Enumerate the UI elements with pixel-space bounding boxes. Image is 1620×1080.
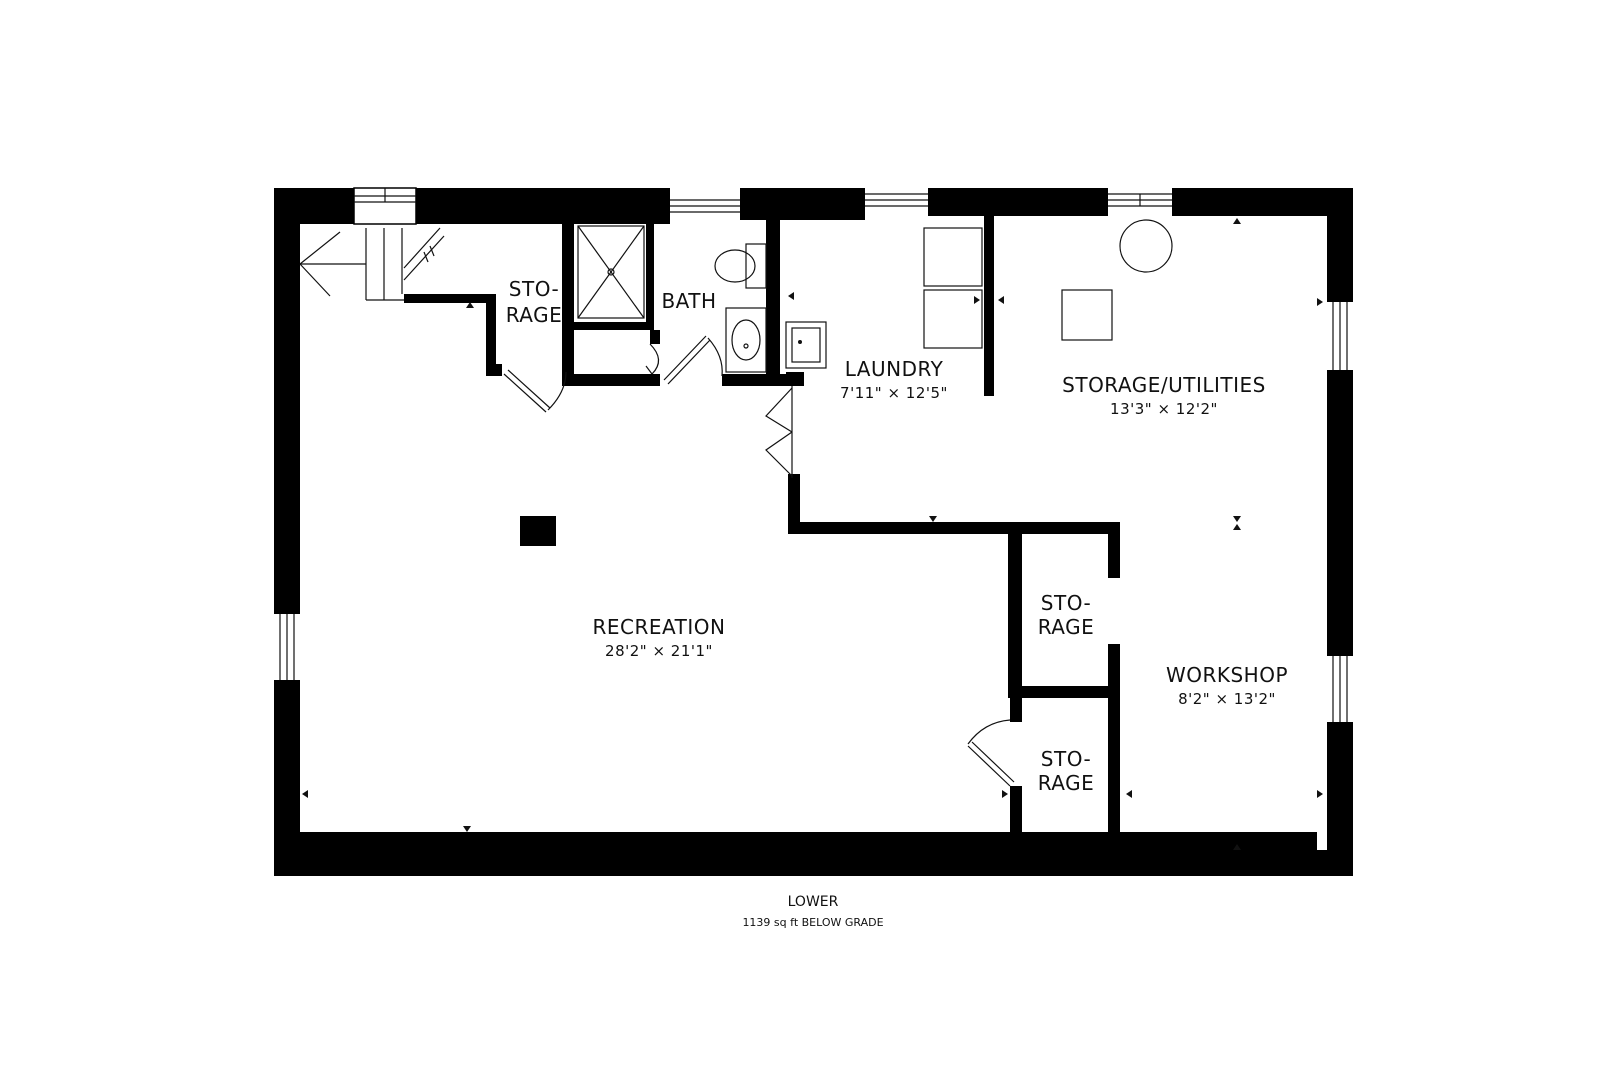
water-heater — [1119, 219, 1173, 273]
window-stair — [353, 187, 417, 225]
wall-right-mid — [1327, 370, 1353, 656]
wall-rec-vertical — [788, 474, 800, 534]
marker — [302, 790, 308, 798]
window-bath — [670, 199, 740, 213]
recreation-label: RECREATION — [593, 615, 726, 639]
storage-mid-label-line2: RAGE — [1038, 615, 1095, 639]
storage-low-label-line2: RAGE — [1038, 771, 1095, 795]
marker — [929, 516, 937, 522]
furnace — [1061, 289, 1113, 341]
wall-storage-low-left — [1010, 698, 1022, 722]
wall-left-top — [274, 188, 300, 374]
storage-utilities-dimensions: 13'3" × 12'2" — [1110, 400, 1218, 418]
door-storage-top — [503, 369, 567, 413]
storage-top-label-line2: RAGE — [506, 303, 563, 327]
storage-utilities-label: STORAGE/UTILITIES — [1062, 373, 1266, 397]
wall-top-4 — [928, 188, 1108, 216]
wall-bath-right-stub — [650, 330, 660, 344]
marker — [1002, 790, 1008, 798]
wall-bath-laundry — [766, 212, 780, 386]
windows — [279, 187, 1348, 722]
bath-label: BATH — [661, 289, 716, 313]
marker — [1233, 218, 1241, 224]
recreation-dimensions: 28'2" × 21'1" — [605, 642, 713, 660]
laundry-label: LAUNDRY — [845, 357, 944, 381]
storage-top-label-line1: STO- — [509, 277, 559, 301]
wall-rec-horizontal — [788, 522, 1120, 534]
marker — [974, 296, 980, 304]
wall-shower-right — [646, 222, 654, 322]
support-column — [520, 516, 556, 546]
wall-storage-low-left-bottom — [1010, 786, 1022, 850]
window-right-bottom — [1332, 656, 1348, 722]
floor-area: 1139 sq ft BELOW GRADE — [742, 916, 883, 929]
window-left — [279, 614, 295, 680]
wall-storage-top-left-stub — [486, 364, 502, 376]
wall-bath-closet-bottom — [562, 374, 660, 386]
door-bath — [663, 335, 723, 385]
exterior-walls — [274, 188, 1353, 876]
staircase — [299, 227, 445, 301]
wall-storage-mid-left — [1008, 534, 1022, 686]
wall-left-mid — [274, 374, 300, 614]
toilet — [714, 243, 767, 289]
bath-sink — [725, 307, 767, 373]
wall-top-3 — [740, 188, 865, 220]
dimension-markers — [302, 218, 1323, 850]
marker — [998, 296, 1004, 304]
door-storage-low — [967, 719, 1015, 787]
washer-dryer — [923, 227, 983, 349]
wall-top-2 — [416, 188, 670, 224]
marker — [1126, 790, 1132, 798]
marker — [1233, 524, 1241, 530]
storage-low-label-line1: STO- — [1041, 747, 1091, 771]
wall-stair-landing — [404, 294, 494, 303]
marker — [1317, 790, 1323, 798]
wall-laundry-corner — [786, 372, 804, 386]
interior-walls — [404, 212, 1120, 850]
wall-right-corner — [1290, 188, 1353, 216]
laundry-sink — [785, 321, 827, 369]
marker — [1233, 516, 1241, 522]
laundry-dimensions: 7'11" × 12'5" — [840, 384, 948, 402]
wall-storage-top-right — [562, 222, 574, 382]
shower — [577, 225, 645, 319]
workshop-label: WORKSHOP — [1166, 663, 1288, 687]
door-bath-closet — [645, 343, 660, 375]
wall-laundry-utilities — [984, 216, 994, 396]
wall-storage-top-left — [486, 294, 496, 374]
marker — [788, 292, 794, 300]
window-right-top — [1332, 302, 1348, 370]
window-utilities — [1108, 193, 1172, 207]
marker — [463, 826, 471, 832]
marker — [1317, 298, 1323, 306]
marker — [1233, 844, 1241, 850]
wall-bath-bottom-right — [722, 374, 800, 386]
wall-storage-mid-right-bottom — [1108, 644, 1120, 850]
doors — [503, 335, 1015, 787]
door-laundry-bifold — [765, 386, 793, 478]
storage-mid-label-line1: STO- — [1041, 591, 1091, 615]
wall-bath-closet-top — [574, 322, 654, 330]
workshop-dimensions: 8'2" × 13'2" — [1178, 690, 1276, 708]
marker — [466, 302, 474, 308]
wall-bottom-right — [1120, 850, 1353, 876]
floor-title: LOWER — [788, 894, 839, 910]
window-laundry — [865, 193, 928, 207]
wall-storage-divider — [1008, 686, 1120, 698]
wall-storage-mid-right-top — [1108, 522, 1120, 578]
